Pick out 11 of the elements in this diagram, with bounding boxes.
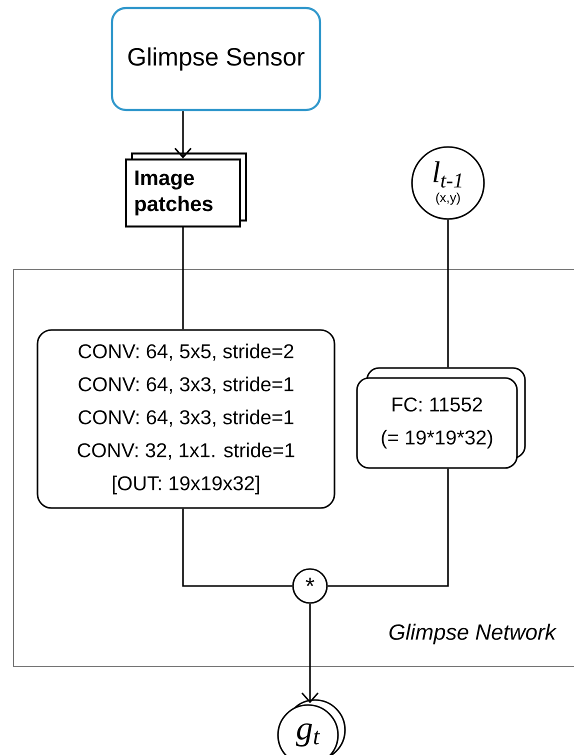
stacked-box: Image patches [125,152,247,228]
node-label: g$_{t}$ [296,723,320,747]
connector [447,220,449,368]
connector [182,228,184,330]
stacked-box: FC: 11552 (= 19*19*32) [356,367,526,469]
connector [301,604,319,704]
connector [182,508,292,587]
connector [328,468,449,587]
conv-box: CONV: 64, 5x5, stride=2 CONV: 64, 3x3, stride=1 CONV: 64, 3x3, stride=1 CONV: 32, 1x1. stride=1 [OUT: 19x19x32] [36,329,336,509]
sensor-box: Glimpse Sensor [110,6,322,112]
connector [174,111,192,158]
